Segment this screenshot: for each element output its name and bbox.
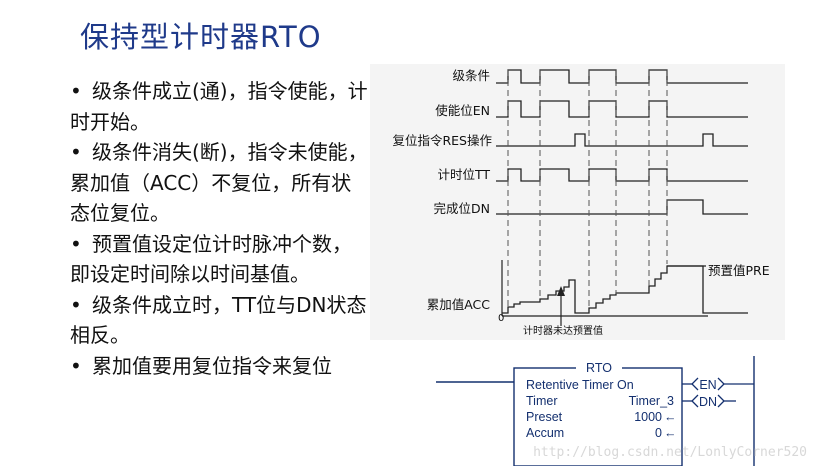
signal-label-enable: 使能位EN	[435, 103, 490, 118]
bullet-text: 级条件成立(通)，指令使能，计时开始。	[70, 79, 368, 134]
bullet-item: •级条件消失(断)，指令未使能，累加值（ACC）不复位，所有状态位复位。	[70, 137, 370, 229]
bullet-dot-icon: •	[70, 231, 82, 256]
instruction-name: RTO	[586, 361, 612, 375]
output-dn	[682, 394, 736, 408]
instruction-name-bg	[576, 362, 622, 374]
accum-axes	[501, 260, 708, 317]
bullet-text: 累加值要用复位指令来复位	[92, 353, 332, 378]
bullet-text: 级条件成立时，TT位与DN状态相反。	[70, 292, 367, 348]
bullet-list: •级条件成立(通)，指令使能，计时开始。 •级条件消失(断)，指令未使能，累加值…	[70, 76, 370, 381]
waveform-rung-condition	[496, 69, 748, 84]
bullet-dot-icon: •	[70, 140, 82, 164]
row-label-accum: Accum	[526, 426, 564, 440]
timing-diagram: 级条件 使能位EN 复位指令RES操作 计时位TT 完成位DN 累加值ACC 预…	[370, 64, 785, 340]
signal-label-rung-condition: 级条件	[452, 68, 490, 83]
watermark: http://blog.csdn.net/LonlyCorner520	[533, 445, 807, 460]
waveform-timer-timing	[496, 168, 748, 182]
row-value-preset: 1000	[634, 410, 662, 424]
bullet-item: • 累加值要用复位指令来复位	[70, 351, 370, 382]
signal-label-accum: 累加值ACC	[427, 297, 491, 312]
waveform-done	[496, 199, 748, 215]
bullet-dot-icon: •	[70, 353, 82, 378]
waveform-reset	[496, 133, 748, 147]
signal-label-reset: 复位指令RES操作	[392, 133, 492, 148]
bullet-dot-icon: •	[70, 292, 82, 317]
signal-label-timer-timing: 计时位TT	[437, 167, 490, 182]
annotation-label: 计时器未达预置值	[523, 324, 603, 337]
preset-label: 预置值PRE	[708, 263, 770, 278]
preset-arrow-icon: ←	[664, 410, 677, 424]
rto-ladder-block: RTO Retentive Timer On Timer Timer_3 Pre…	[436, 356, 816, 466]
annotation-arrow	[557, 286, 565, 326]
instruction-header: Retentive Timer On	[526, 378, 634, 392]
bullet-text: 级条件消失(断)，指令未使能，累加值（ACC）不复位，所有状态位复位。	[70, 140, 368, 225]
row-label-preset: Preset	[526, 410, 563, 424]
bullet-text: 预置值设定位计时脉冲个数，即设定时间除以时间基值。	[70, 231, 352, 287]
signal-label-done: 完成位DN	[434, 201, 490, 216]
origin-label: 0	[498, 313, 504, 324]
row-label-timer: Timer	[526, 394, 557, 408]
waveform-accum	[502, 265, 748, 314]
bullet-item: •预置值设定位计时脉冲个数，即设定时间除以时间基值。	[70, 229, 370, 290]
page-title: 保持型计时器RTO	[80, 20, 322, 54]
output-dn-label: DN	[699, 395, 717, 409]
bullet-item: •级条件成立时，TT位与DN状态相反。	[70, 290, 370, 351]
output-en	[682, 377, 754, 391]
output-en-label: EN	[699, 378, 716, 392]
bullet-item: •级条件成立(通)，指令使能，计时开始。	[70, 76, 370, 137]
waveform-enable	[496, 100, 748, 118]
waveforms	[496, 69, 748, 314]
row-value-accum: 0	[655, 426, 662, 440]
accum-arrow-icon: ←	[664, 426, 677, 440]
row-value-timer: Timer_3	[629, 394, 674, 408]
dashed-guides	[507, 70, 668, 310]
bullet-dot-icon: •	[70, 79, 82, 103]
